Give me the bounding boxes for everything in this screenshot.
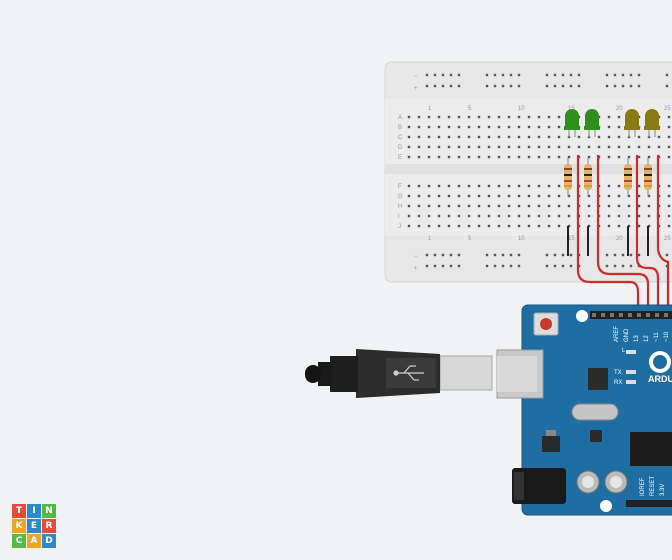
- col-number-top-25: 25: [664, 106, 671, 112]
- row-label-d: D: [398, 145, 403, 151]
- logo-letter-n: N: [42, 504, 56, 518]
- led-label-rx: RX: [614, 380, 622, 386]
- row-label-g: G: [398, 194, 403, 200]
- resistor-3[interactable]: [624, 158, 632, 196]
- arduino-brand: ARDU: [648, 374, 672, 384]
- logo-letter-t: T: [12, 504, 26, 518]
- jumper-wires[interactable]: [567, 226, 649, 256]
- col-number-bottom-1: 1: [428, 236, 432, 242]
- resistor-2[interactable]: [584, 158, 592, 196]
- logo-letter-d: D: [42, 534, 56, 548]
- led-label-l: L: [622, 348, 626, 354]
- row-label-c: C: [398, 135, 403, 141]
- pin-label-gnd: GND: [624, 328, 630, 342]
- row-label-i: I: [398, 214, 400, 220]
- resistor-1[interactable]: [564, 158, 572, 196]
- wire-1: [576, 155, 640, 318]
- rail-minus-top: −: [414, 74, 418, 80]
- row-label-j: J: [398, 224, 401, 230]
- pin-label-aref: AREF: [614, 326, 620, 342]
- logo-letter-e: E: [27, 519, 41, 533]
- logo-letter-c: C: [12, 534, 26, 548]
- wire-3: [635, 155, 660, 318]
- col-number-bottom-10: 10: [518, 236, 525, 242]
- rail-minus-bottom: −: [414, 254, 418, 260]
- row-label-e: E: [398, 155, 402, 161]
- power-label-33v: 3.3V: [660, 484, 666, 496]
- logo-letter-a: A: [27, 534, 41, 548]
- rail-plus-top: +: [414, 86, 418, 92]
- col-number-top-5: 5: [468, 106, 472, 112]
- row-label-a: A: [398, 115, 402, 121]
- power-label-reset: RESET: [650, 476, 656, 496]
- logo-letter-i: I: [27, 504, 41, 518]
- row-label-h: H: [398, 204, 402, 210]
- pin-label-13: 13: [634, 335, 640, 342]
- logo-letter-k: K: [12, 519, 26, 533]
- led-label-tx: TX: [614, 370, 622, 376]
- col-number-top-1: 1: [428, 106, 432, 112]
- usb-icon: [393, 365, 424, 381]
- logo-letter-r: R: [42, 519, 56, 533]
- row-label-f: F: [398, 184, 402, 190]
- wire-2: [596, 155, 650, 318]
- wires[interactable]: [576, 155, 670, 318]
- row-label-b: B: [398, 125, 402, 131]
- col-number-bottom-15: 15: [568, 236, 575, 242]
- pin-label-11: ~11: [654, 332, 660, 342]
- power-label-ioref: IOREF: [640, 477, 646, 496]
- reset-button[interactable]: [540, 318, 552, 330]
- led-yellow-3[interactable]: [624, 109, 640, 137]
- pin-label-12: 12: [644, 335, 650, 342]
- col-number-top-10: 10: [518, 106, 525, 112]
- rail-plus-bottom: +: [414, 266, 418, 272]
- led-green-2[interactable]: [584, 109, 600, 137]
- wire-4: [656, 155, 670, 318]
- pin-label-10: ~10: [664, 331, 670, 342]
- led-yellow-4[interactable]: [644, 109, 660, 137]
- col-number-bottom-25: 25: [664, 236, 671, 242]
- usb-cable[interactable]: [305, 349, 493, 398]
- arduino-uno[interactable]: L TX RX ARDU AREF GND 13 12 ~11 ~10 IOREF RESE…: [496, 304, 672, 516]
- col-number-top-15: 15: [568, 106, 575, 112]
- col-number-bottom-5: 5: [468, 236, 472, 242]
- col-number-bottom-20: 20: [616, 236, 623, 242]
- col-number-top-20: 20: [616, 106, 623, 112]
- led-green-1[interactable]: [564, 109, 580, 137]
- resistor-4[interactable]: [644, 158, 652, 196]
